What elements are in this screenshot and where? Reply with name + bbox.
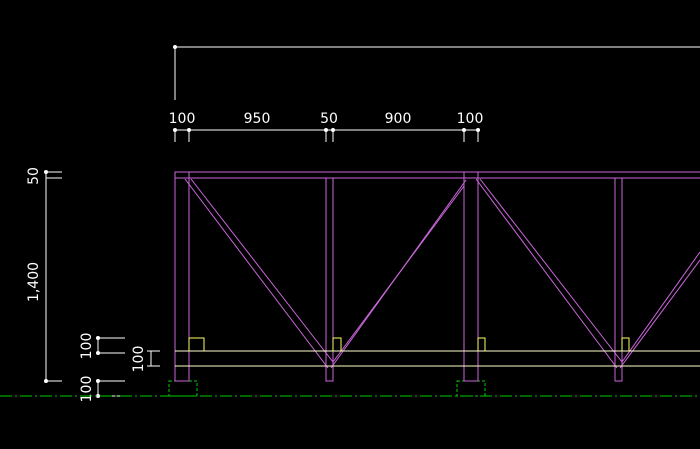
dim-left-lower-b: 100 [131,346,147,373]
post-2 [325,177,334,382]
dim-left-lower-a: 100 [79,333,95,360]
base-plates [168,380,486,397]
dim-top-5: 100 [457,111,484,127]
post-4 [614,177,623,382]
overall-dimension [173,45,700,100]
post-3 [463,171,479,382]
dim-left-bottom: 100 [79,376,95,403]
markers [188,337,630,351]
rails [175,350,700,367]
top-dimension-chain: 100 950 50 900 100 [169,111,484,142]
left-dimension-chain: 50 1,400 100 100 100 [26,167,160,402]
dim-top-3: 50 [320,111,338,127]
dim-left-height: 1,400 [26,262,42,302]
dim-top-2: 950 [244,111,271,127]
truss [174,171,700,382]
post-1 [174,171,190,382]
dim-top-4: 900 [385,111,412,127]
dim-top-1: 100 [169,111,196,127]
dim-left-top: 50 [26,167,42,185]
